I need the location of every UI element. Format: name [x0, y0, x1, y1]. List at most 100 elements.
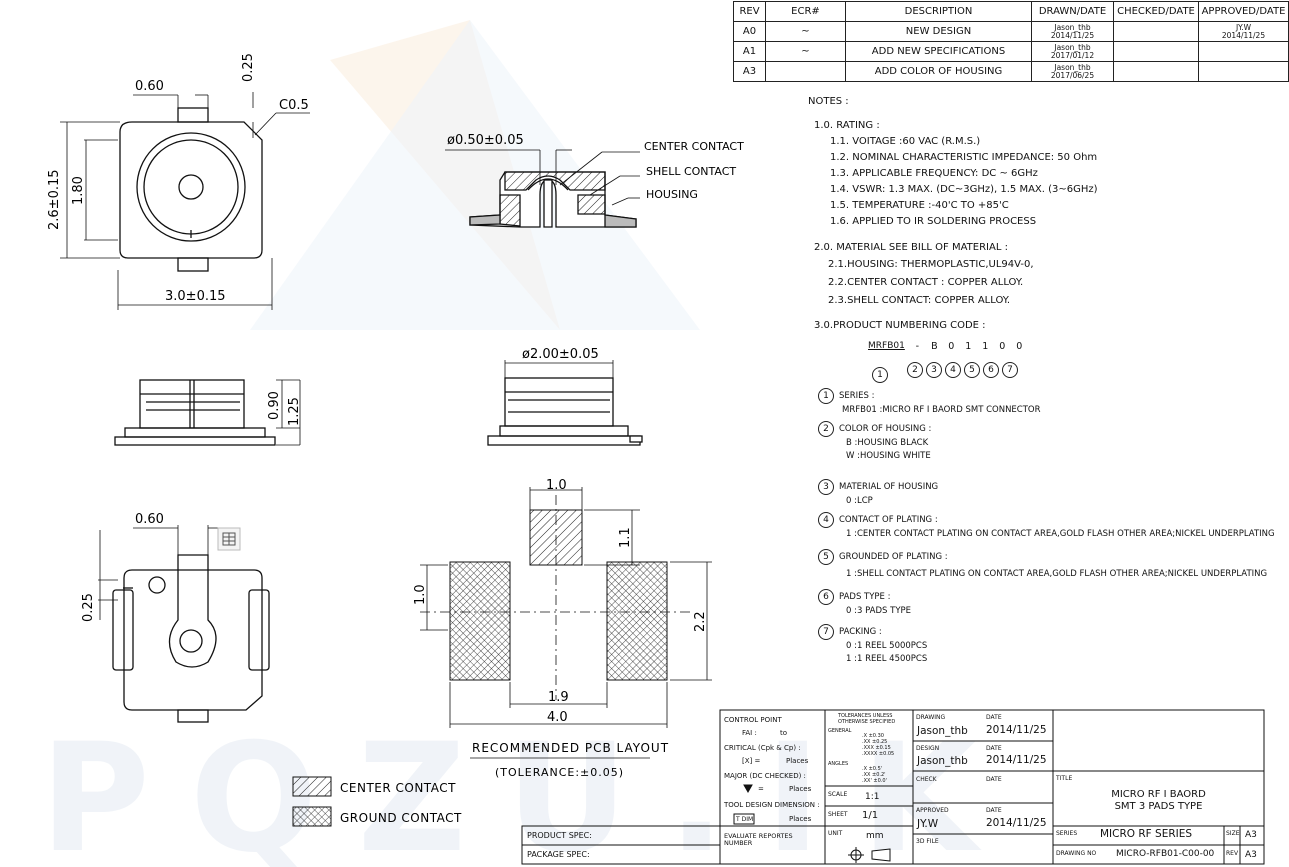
- item-title: CONTACT OF PLATING :: [839, 515, 938, 525]
- scale-value: 1:1: [865, 792, 880, 802]
- description-cell: NEW DESIGN: [845, 21, 1032, 42]
- size-value: A3: [1245, 830, 1257, 840]
- angles-label: ANGLES: [828, 761, 849, 767]
- item-number: 5: [818, 549, 834, 565]
- part-code-circle: 2: [907, 362, 923, 378]
- drawn-name: Jason_thb: [1054, 42, 1091, 52]
- checked-header: CHECKED/DATE: [1113, 1, 1199, 22]
- checked-cell: [1113, 41, 1199, 62]
- item-line: B :HOUSING BLACK: [846, 438, 929, 448]
- critical-label: CRITICAL (Cpk & Cp) :: [724, 744, 801, 752]
- rating-item: 1.1. VOITAGE :60 VAC (R.M.S.): [830, 136, 981, 147]
- part-code-circle: 1: [872, 367, 888, 383]
- fai-to: to: [780, 729, 788, 737]
- dim-top-025: 0.25: [241, 53, 256, 82]
- part-code-digit: 1: [965, 341, 972, 352]
- material-item: 2.3.SHELL CONTACT: COPPER ALLOY.: [828, 295, 1011, 306]
- side-view-2: [487, 377, 643, 446]
- fai-label: FAI :: [742, 729, 757, 737]
- approved-label: APPROVED: [916, 807, 949, 814]
- part-code-digit: 1: [982, 341, 989, 352]
- item-title: SERIES :: [839, 391, 875, 401]
- angle-values: .X ±0.5'.XX ±0.2'.XX' ±0.0': [862, 766, 887, 784]
- dim-height-180: 1.80: [71, 176, 86, 205]
- item-line: 1 :SHELL CONTACT PLATING ON CONTACT AREA…: [846, 569, 1268, 579]
- material-title: 2.0. MATERIAL SEE BILL OF MATERIAL :: [814, 242, 1008, 253]
- drawn-date: 2017/01/12: [1050, 50, 1095, 60]
- dim-side-125: 1.25: [287, 397, 302, 426]
- dim-width-30: 3.0±0.15: [165, 289, 226, 304]
- approved-name: JY.W: [1235, 22, 1252, 32]
- dim-bottom-025: 0.25: [81, 593, 96, 622]
- part-code-circle: 7: [1002, 362, 1018, 378]
- pcb-right-pad: [606, 561, 668, 681]
- item-line: 0 :3 PADS TYPE: [846, 606, 912, 616]
- rating-item: 1.5. TEMPERATURE :-40'C TO +85'C: [830, 200, 1009, 211]
- approved-cell: [1198, 41, 1289, 62]
- drawn-date: 2017/06/25: [1050, 70, 1095, 80]
- unit-label: UNIT: [828, 830, 843, 837]
- package-spec: PACKAGE SPEC:: [527, 850, 590, 859]
- rev-label: REV: [1226, 850, 1239, 857]
- places-label: Places: [786, 757, 809, 765]
- dim-top-060: 0.60: [135, 79, 164, 94]
- rev-cell: A0: [733, 21, 766, 42]
- dim-height-26: 2.6±0.15: [47, 169, 62, 230]
- evaluate-label: EVALUATE REPORTES NUMBER: [724, 832, 793, 847]
- drawing-name: Jason_thb: [917, 725, 968, 737]
- series-label: SERIES: [1056, 830, 1078, 837]
- pcb-dims: [420, 487, 712, 728]
- item-line: MRFB01 :MICRO RF I BAORD SMT CONNECTOR: [842, 405, 1041, 415]
- bottom-view: [112, 554, 270, 723]
- tool-label: TOOL DESIGN DIMENSION :: [724, 801, 820, 809]
- sheet-label: SHEET: [828, 811, 848, 818]
- dim-pcb-10-top: 1.0: [546, 478, 567, 493]
- side-view-dims: [276, 379, 301, 446]
- item-line: 1 :CENTER CONTACT PLATING ON CONTACT ARE…: [846, 529, 1275, 539]
- top-view: [119, 107, 263, 272]
- control-point: CONTROL POINT: [724, 716, 782, 724]
- item-title: PADS TYPE :: [839, 592, 891, 602]
- section-view: [469, 171, 637, 228]
- places-label: Places: [789, 815, 812, 823]
- file-label: 3D FILE: [916, 838, 939, 845]
- part-code-digit: B: [931, 341, 938, 352]
- date-label: DATE: [986, 714, 1002, 721]
- dim-side-090: 0.90: [267, 391, 282, 420]
- checked-cell: [1113, 61, 1199, 82]
- major-label: MAJOR (DC CHECKED) :: [724, 772, 806, 780]
- part-code-digit: 0: [1016, 341, 1023, 352]
- part-code-circle: 3: [926, 362, 942, 378]
- table-icon[interactable]: [217, 527, 241, 551]
- general-label: GENERAL: [828, 728, 852, 734]
- item-title: MATERIAL OF HOUSING: [839, 482, 939, 492]
- material-item: 2.1.HOUSING: THERMOPLASTIC,UL94V-0,: [828, 259, 1034, 270]
- part-code-prefix: MRFB01: [868, 341, 905, 351]
- numbering-title: 3.0.PRODUCT NUMBERING CODE :: [814, 320, 986, 331]
- top-view-dims: [60, 92, 310, 310]
- item-line: 1 :1 REEL 4500PCS: [846, 654, 928, 664]
- drawn-header: DRAWN/DATE: [1031, 1, 1114, 22]
- side-view-2-dims: [504, 360, 614, 378]
- rating-item: 1.4. VSWR: 1.3 MAX. (DC~3GHz), 1.5 MAX. …: [830, 184, 1098, 195]
- sheet-value: 1/1: [862, 810, 879, 821]
- part-number-code: MRFB01 - B 0 1 1 0 0: [868, 341, 1028, 352]
- drawing-title-line: SMT 3 PADS TYPE: [1114, 801, 1203, 812]
- checked-cell: [1113, 21, 1199, 42]
- places-label: Places: [789, 785, 812, 793]
- callout-shell-contact: SHELL CONTACT: [646, 165, 736, 178]
- date-label: DATE: [986, 745, 1002, 752]
- design-name: Jason_thb: [917, 755, 968, 767]
- item-title: COLOR OF HOUSING :: [839, 424, 932, 434]
- unit-value: mm: [866, 831, 884, 841]
- title-label: TITLE: [1056, 775, 1073, 782]
- drawn-date: 2014/11/25: [1050, 30, 1095, 40]
